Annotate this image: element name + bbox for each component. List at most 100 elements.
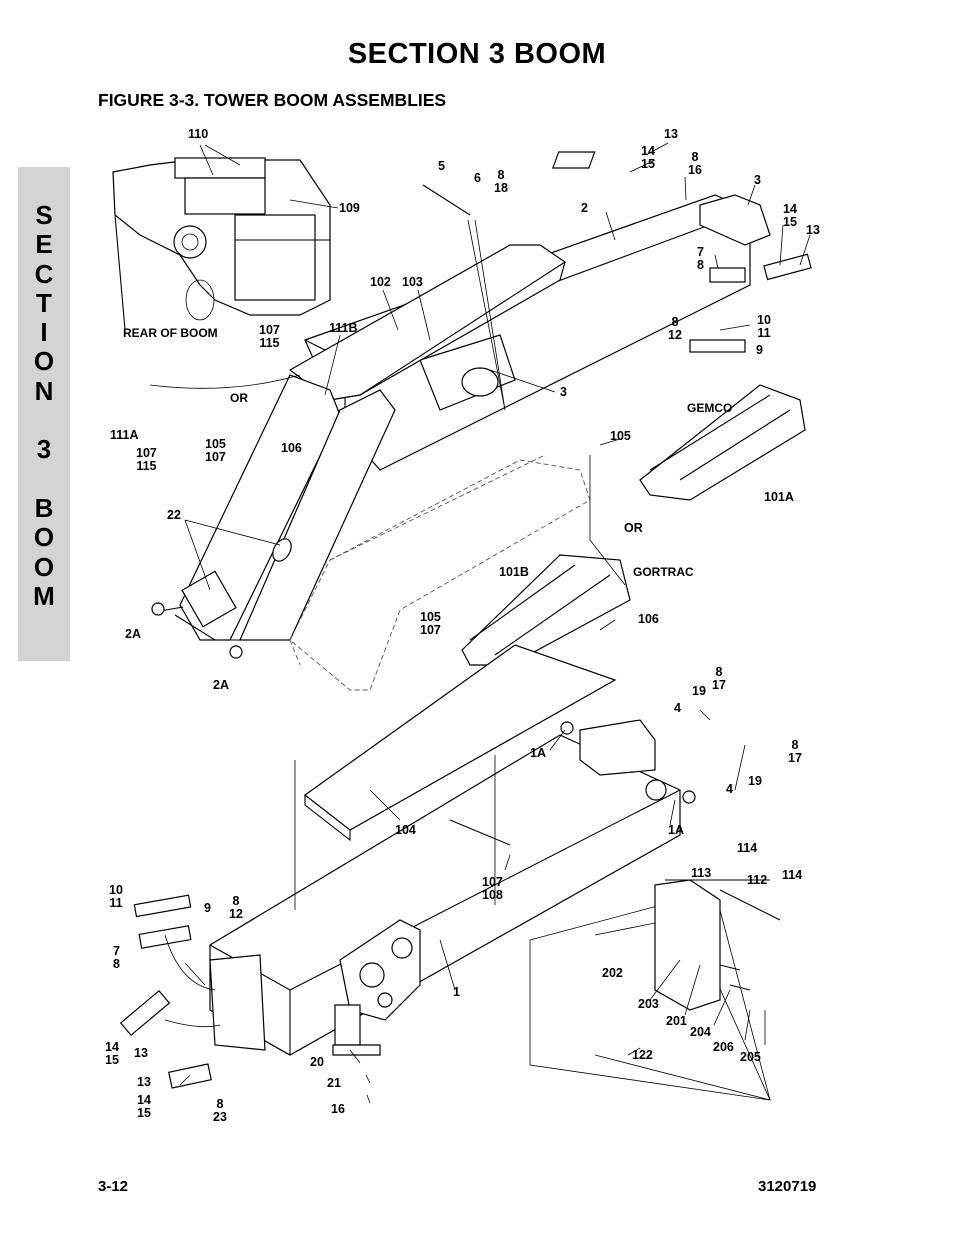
- callout-1a-b: 1A: [668, 823, 684, 837]
- section-title: SECTION 3 BOOM: [347, 38, 607, 70]
- side-tab-letter: E: [35, 229, 53, 260]
- callout-109: 109: [339, 201, 360, 215]
- side-tab-letter: B: [34, 492, 54, 523]
- callout-14-15-top: 14 15: [641, 144, 655, 171]
- side-tab-letter: I: [40, 317, 48, 348]
- callout-13-bottom: 13: [137, 1075, 151, 1089]
- callout-112: 112: [747, 873, 768, 887]
- side-tab-letter: O: [33, 551, 55, 582]
- callout-16-bottom: 16: [331, 1102, 345, 1116]
- callout-103: 103: [402, 275, 423, 289]
- callout-9-right: 9: [756, 343, 763, 357]
- callout-122: 122: [632, 1048, 653, 1062]
- callout-3-top: 3: [754, 173, 761, 187]
- callout-206: 206: [713, 1040, 734, 1054]
- callout-5: 5: [438, 159, 445, 173]
- callout-19-b: 19: [748, 774, 762, 788]
- callout-8-17-a: 8 17: [712, 665, 726, 692]
- or-label-1: OR: [230, 391, 248, 405]
- leader-lines: [179, 142, 811, 1104]
- callout-8-17-b: 8 17: [788, 738, 802, 765]
- callout-107-115-a: 107 115: [259, 323, 280, 350]
- side-tab-letter: C: [34, 258, 54, 289]
- callout-7-8-right: 7 8: [697, 245, 704, 272]
- cover-plate: [303, 644, 617, 842]
- callout-204: 204: [690, 1025, 711, 1039]
- link-arm-section: [174, 244, 566, 641]
- gortrac-cable-track: [461, 554, 631, 666]
- callout-1: 1: [453, 985, 460, 999]
- figure-title: FIGURE 3-3. TOWER BOOM ASSEMBLIES: [98, 90, 447, 110]
- or-label-2: OR: [624, 521, 643, 535]
- callout-13-left: 13: [134, 1046, 148, 1060]
- callout-7-8-left: 7 8: [113, 944, 120, 971]
- callout-8-18: 8 18: [494, 168, 508, 195]
- bracket-assembly: [529, 879, 771, 1101]
- callout-3-mid: 3: [560, 385, 567, 399]
- callout-2a-a: 2A: [125, 627, 141, 641]
- callout-10-11-right: 10 11: [757, 313, 771, 340]
- side-tab-letter: N: [34, 375, 54, 406]
- callout-105-107-a: 105 107: [205, 437, 226, 464]
- side-tab-letter: M: [33, 580, 55, 611]
- callout-203: 203: [638, 997, 659, 1011]
- callout-10-11-left: 10 11: [109, 883, 123, 910]
- rear-of-boom-illustration: [112, 157, 331, 331]
- callout-111b: 111B: [329, 321, 358, 335]
- callout-202: 202: [602, 966, 623, 980]
- callout-8-12-left: 8 12: [229, 894, 243, 921]
- callout-114-a: 114: [737, 841, 758, 855]
- callout-114-b: 114: [782, 868, 803, 882]
- callout-101b: 101B: [499, 565, 529, 579]
- callout-14-15-bottom: 14 15: [137, 1093, 151, 1120]
- side-tab-letter: 3: [36, 434, 52, 465]
- side-tab-letter: O: [33, 522, 55, 553]
- gemco-label: GEMCO: [687, 401, 733, 415]
- callout-105-a: 105: [610, 429, 631, 443]
- wear-pads: [119, 151, 812, 1089]
- callout-1a-a: 1A: [530, 746, 546, 760]
- callout-13-top: 13: [664, 127, 678, 141]
- callout-14-15-left: 14 15: [105, 1040, 119, 1067]
- callout-13-right: 13: [806, 223, 820, 237]
- callout-4-b: 4: [726, 782, 733, 796]
- callout-8-12-right: 8 12: [668, 315, 682, 342]
- callout-22: 22: [167, 508, 181, 522]
- callout-107-108: 107 108: [482, 875, 503, 902]
- rear-of-boom-label: REAR OF BOOM: [123, 326, 218, 340]
- callout-201: 201: [666, 1014, 687, 1028]
- callout-107-115-b: 107 115: [136, 446, 157, 473]
- document-number: 3120719: [758, 1178, 817, 1195]
- callout-2a-b: 2A: [213, 678, 229, 692]
- page-number: 3-12: [98, 1178, 129, 1195]
- callout-111a: 111A: [110, 428, 139, 442]
- callout-19-a: 19: [692, 684, 706, 698]
- callout-106-b: 106: [638, 612, 659, 626]
- side-tab-letter: S: [35, 200, 53, 230]
- callout-106-a: 106: [281, 441, 302, 455]
- callout-4-a: 4: [674, 701, 681, 715]
- callout-110: 110: [188, 127, 209, 141]
- callout-113: 113: [691, 866, 712, 880]
- callout-205: 205: [740, 1050, 761, 1064]
- main-boom-base: [209, 719, 681, 1056]
- callout-9-left: 9: [204, 901, 211, 915]
- callout-105-107-b: 105 107: [420, 610, 441, 637]
- callout-21: 21: [327, 1076, 341, 1090]
- callout-8-23: 8 23: [213, 1097, 227, 1124]
- callout-104: 104: [395, 823, 416, 837]
- gemco-cable-track: [639, 384, 806, 501]
- callout-20: 20: [310, 1055, 324, 1069]
- callout-8-16: 8 16: [688, 150, 702, 177]
- callout-6: 6: [474, 171, 481, 185]
- side-tab-letter: T: [36, 287, 52, 318]
- side-tab-letter: O: [33, 346, 55, 377]
- callout-102: 102: [370, 275, 391, 289]
- gortrac-label: GORTRAC: [633, 565, 694, 579]
- callout-2: 2: [581, 201, 588, 215]
- callout-14-15-right: 14 15: [783, 202, 797, 229]
- callout-101a: 101A: [764, 490, 794, 504]
